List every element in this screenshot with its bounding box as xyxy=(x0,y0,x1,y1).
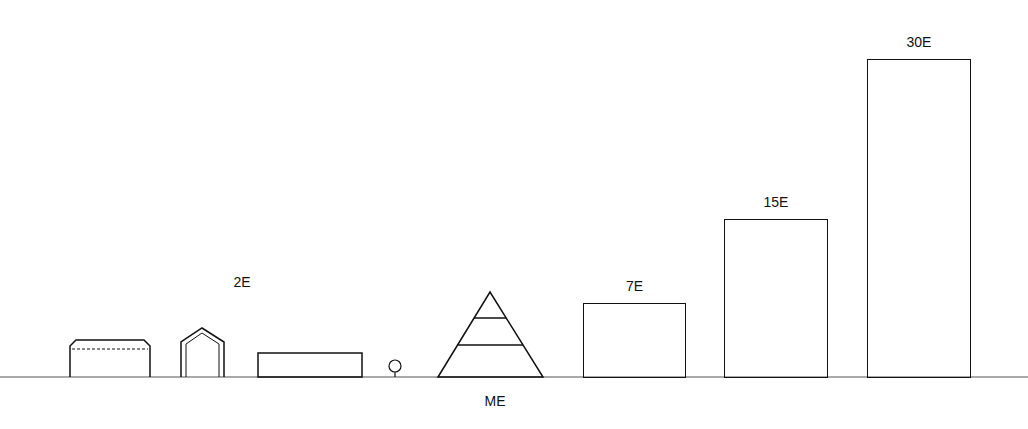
pyramid xyxy=(438,292,543,377)
house-outer xyxy=(181,328,224,377)
tower-building: 7E xyxy=(583,303,686,378)
pyramid-tier xyxy=(474,317,506,319)
pyramid-tier xyxy=(457,344,523,346)
low-building xyxy=(70,340,150,377)
flat-building xyxy=(258,353,362,377)
building-label: 7E xyxy=(626,278,643,294)
tower-building: 30E xyxy=(867,59,971,378)
tree-trunk xyxy=(394,372,395,377)
building-label: 15E xyxy=(764,194,789,210)
roof-line xyxy=(72,349,148,350)
group-label: 2E xyxy=(233,274,250,290)
group-label: ME xyxy=(485,393,506,409)
house-inner xyxy=(186,333,219,377)
building-label: 30E xyxy=(907,34,932,50)
tree-crown xyxy=(389,360,401,372)
tower-building: 15E xyxy=(724,219,828,378)
